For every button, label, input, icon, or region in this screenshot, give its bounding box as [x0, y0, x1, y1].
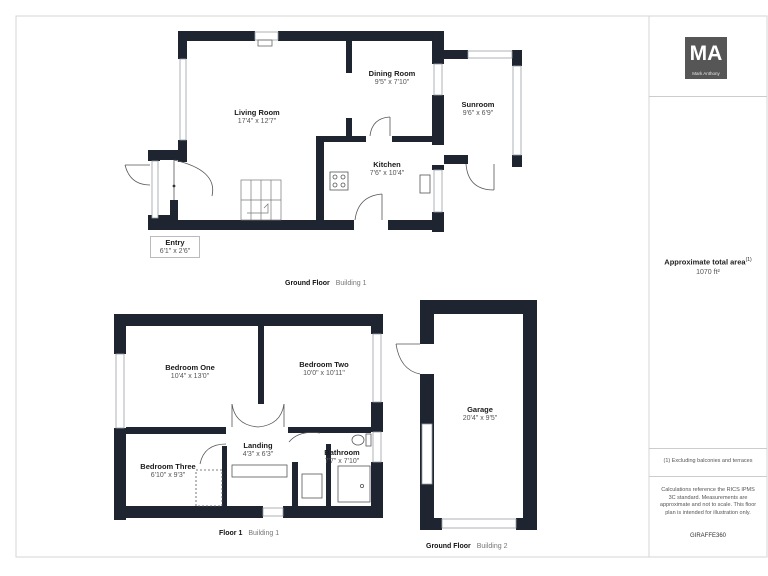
room-name: Bedroom One	[165, 363, 215, 372]
caption-floor: Floor 1	[219, 530, 243, 537]
room-dims: 10'0" x 10'11"	[303, 370, 345, 377]
room-bed1: Bedroom One 10'4" x 13'0"	[150, 363, 230, 381]
area-value: 1070 ft²	[696, 268, 720, 276]
room-kitchen: Kitchen 7'6" x 10'4"	[352, 160, 422, 178]
room-dims: 10'4" x 13'0"	[170, 373, 210, 380]
divider	[649, 96, 767, 97]
room-garage: Garage 20'4" x 9'5"	[444, 405, 516, 423]
room-bed2: Bedroom Two 10'0" x 10'11"	[284, 360, 364, 378]
room-dims: 4'3" x 6'3"	[242, 451, 274, 458]
caption-building: Building 1	[335, 280, 367, 287]
room-dining: Dining Room 9'5" x 7'10"	[352, 69, 432, 87]
room-bathroom: Bathroom 7'7" x 7'10"	[312, 448, 372, 466]
ground-floor-building-2	[395, 300, 537, 530]
divider	[649, 448, 767, 449]
room-name: Kitchen	[373, 160, 401, 169]
caption-floor: Ground Floor	[285, 280, 330, 287]
room-dims: 9'6" x 6'9"	[462, 110, 494, 117]
caption-ground-floor-building-1: Ground Floor Building 1	[285, 280, 366, 287]
room-dims: 7'7" x 7'10"	[324, 458, 360, 465]
caption-floor-1-building-1: Floor 1 Building 1	[219, 530, 279, 537]
room-name: Bathroom	[324, 448, 360, 457]
room-name: Dining Room	[368, 69, 416, 78]
room-dims: 20'4" x 9'5"	[462, 415, 498, 422]
caption-building: Building 1	[248, 530, 280, 537]
footnote: (1) Excluding balconies and terraces	[663, 458, 753, 464]
disclaimer: Calculations reference the RICS IPMS 3C …	[659, 487, 757, 516]
caption-floor: Ground Floor	[426, 543, 471, 550]
caption-building: Building 2	[476, 543, 508, 550]
room-entry: Entry 6'1" x 2'6"	[150, 236, 200, 258]
area-title: Approximate total area	[664, 257, 746, 267]
floor-1-building-1	[114, 314, 383, 520]
room-name: Entry	[165, 238, 185, 247]
room-dims: 6'1" x 2'6"	[159, 248, 191, 255]
room-name: Landing	[243, 441, 273, 450]
credit: GIRAFFE360	[689, 533, 726, 539]
logo-subtext: Mark Anthony	[692, 71, 720, 76]
brand-logo: MA Mark Anthony	[685, 37, 727, 79]
room-name: Bedroom Two	[299, 360, 349, 369]
room-name: Sunroom	[461, 100, 495, 109]
room-name: Living Room	[234, 108, 280, 117]
room-living: Living Room 17'4" x 12'7"	[214, 108, 300, 126]
room-dims: 7'6" x 10'4"	[369, 170, 405, 177]
ground-floor-building-1	[124, 31, 522, 232]
area-footnote-mark: (1)	[745, 257, 752, 263]
caption-ground-floor-building-2: Ground Floor Building 2	[426, 543, 507, 550]
room-bed3: Bedroom Three 6'10" x 9'3"	[130, 462, 206, 480]
room-dims: 6'10" x 9'3"	[150, 472, 186, 479]
room-name: Bedroom Three	[140, 462, 196, 471]
divider	[649, 476, 767, 477]
room-sunroom: Sunroom 9'6" x 6'9"	[448, 100, 508, 118]
room-name: Garage	[467, 405, 493, 414]
logo-text: MA	[689, 42, 723, 65]
room-dims: 9'5" x 7'10"	[374, 79, 410, 86]
room-dims: 17'4" x 12'7"	[237, 118, 277, 125]
total-area: Approximate total area(1) 1070 ft²	[649, 255, 767, 278]
room-landing: Landing 4'3" x 6'3"	[226, 441, 290, 459]
